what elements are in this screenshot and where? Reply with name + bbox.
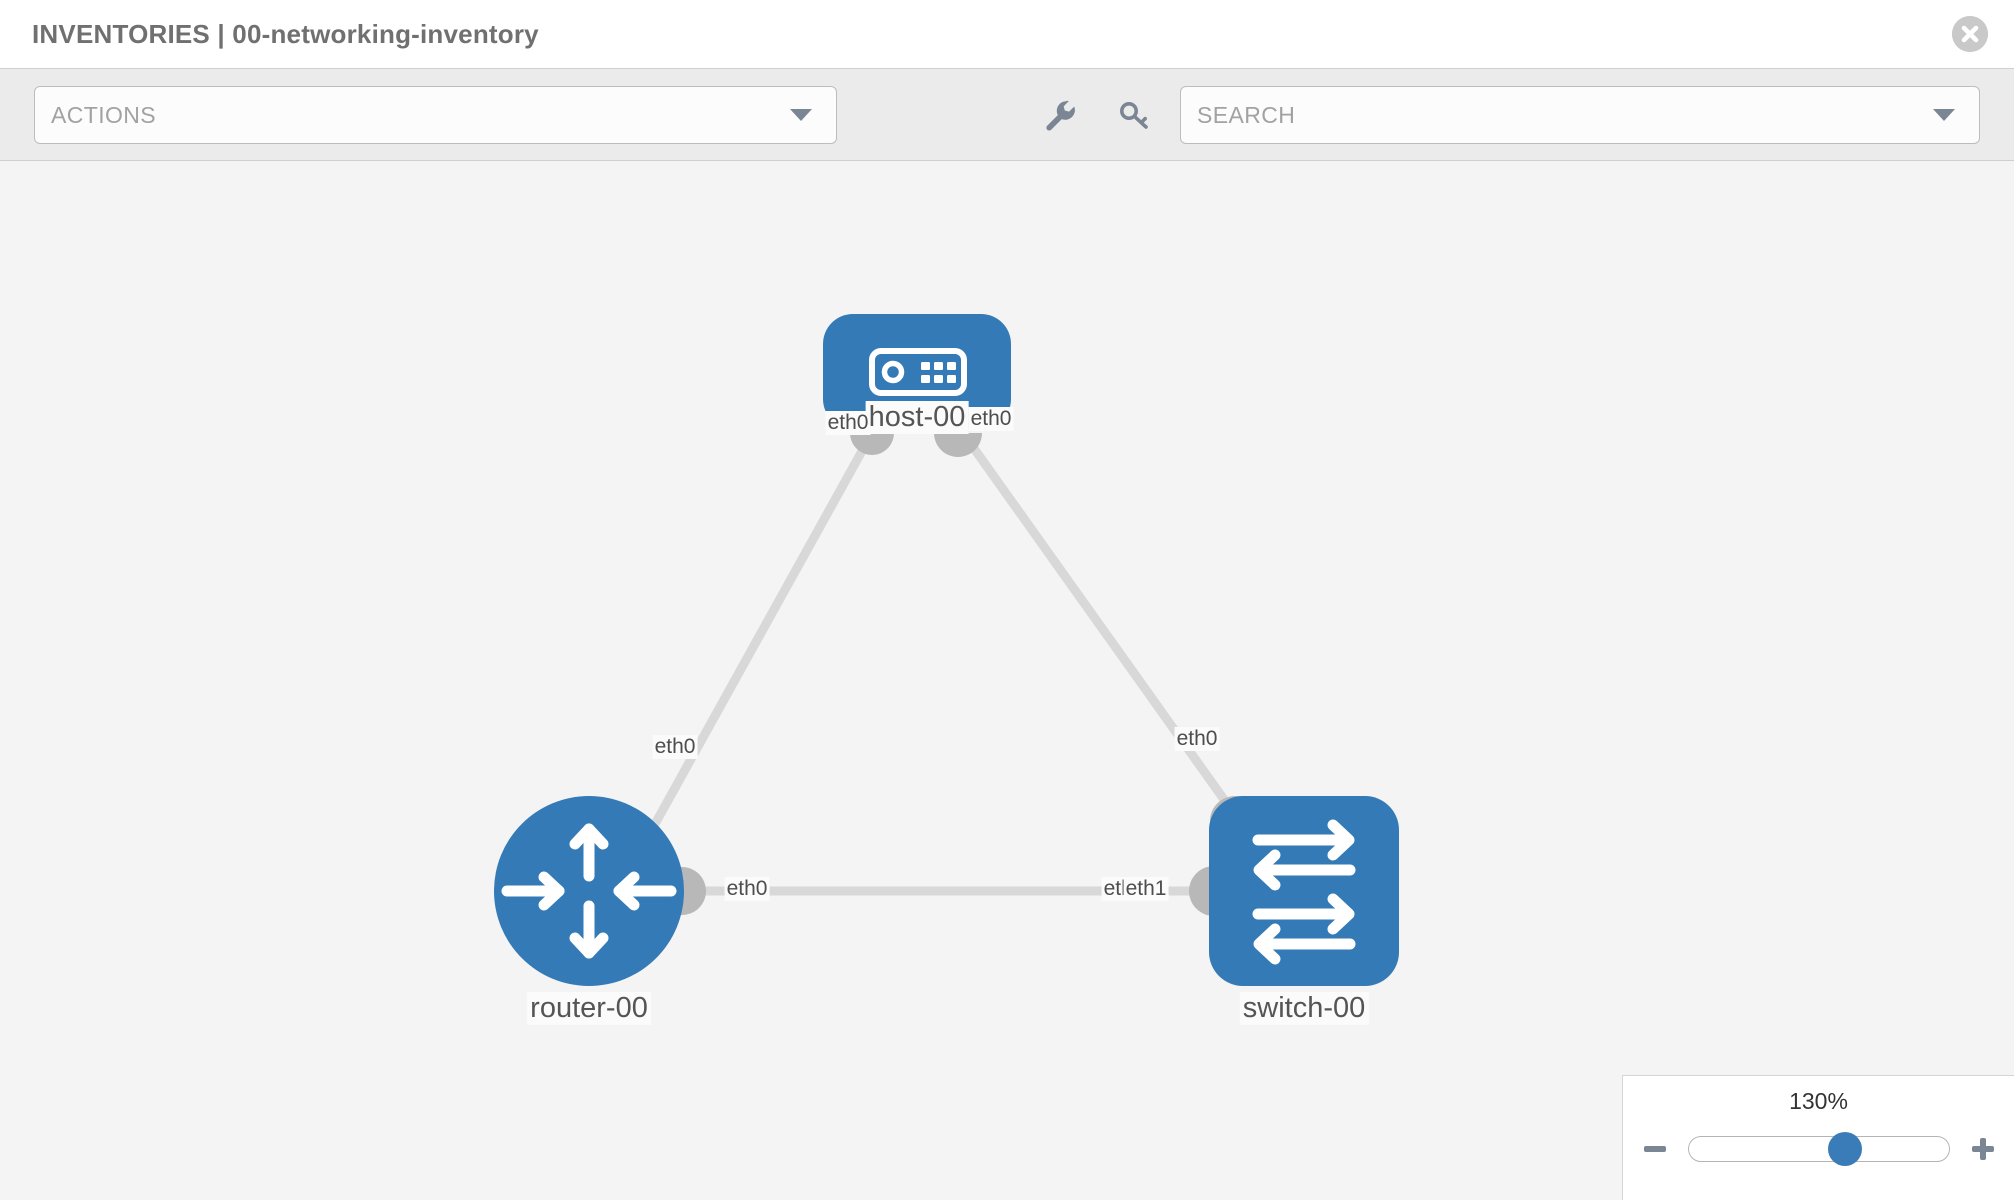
node-router-00[interactable] [494, 796, 684, 986]
router-arrows-icon [501, 823, 677, 959]
chevron-down-icon [790, 109, 812, 121]
wrench-icon[interactable] [1040, 95, 1080, 135]
page-header: INVENTORIES | 00-networking-inventory [0, 0, 2014, 68]
actions-dropdown-label: ACTIONS [51, 101, 157, 128]
actions-dropdown[interactable]: ACTIONS [34, 86, 837, 144]
topology-graph [494, 314, 1399, 986]
plus-icon[interactable] [1966, 1132, 2000, 1166]
port-host-left[interactable] [850, 433, 894, 455]
toolbar-icons [1040, 95, 1154, 135]
server-icon [869, 348, 967, 396]
page-title: INVENTORIES | 00-networking-inventory [32, 18, 539, 49]
close-icon[interactable] [1952, 16, 1988, 52]
iface-label-host-router: eth0 [825, 411, 871, 435]
node-label-router: router-00 [527, 992, 651, 1025]
zoom-slider[interactable] [1687, 1132, 1950, 1166]
iface-label-router-host: eth0 [652, 735, 698, 759]
switch-arrows-icon [1252, 819, 1356, 965]
zoom-controls [1623, 1132, 2014, 1166]
zoom-panel: 130% [1622, 1075, 2014, 1200]
iface-label-switch-router: eth1 [1123, 877, 1169, 901]
search-placeholder: SEARCH [1197, 101, 1296, 128]
port-group [658, 433, 1260, 916]
iface-label-host-switch: eth0 [968, 407, 1014, 431]
edge-host-router[interactable] [645, 428, 877, 838]
edge-host-switch[interactable] [958, 428, 1250, 834]
port-host-right[interactable] [934, 433, 982, 457]
chevron-down-icon[interactable] [1933, 109, 1955, 121]
node-label-host: host-00 [865, 401, 969, 434]
zoom-slider-thumb[interactable] [1827, 1132, 1862, 1166]
node-label-switch: switch-00 [1239, 992, 1369, 1025]
key-icon[interactable] [1114, 95, 1154, 135]
iface-label-router-switch: eth0 [724, 877, 770, 901]
topology-canvas[interactable]: host-00 router-00 switch-00 eth0 eth0 et… [0, 161, 2014, 1200]
minus-icon[interactable] [1638, 1132, 1672, 1166]
edge-group [645, 428, 1250, 896]
node-host-00[interactable] [823, 314, 1011, 429]
iface-label-switch-host: eth0 [1174, 727, 1220, 751]
search-input[interactable]: SEARCH [1180, 86, 1980, 144]
zoom-level-label: 130% [1789, 1088, 1848, 1114]
node-switch-00[interactable] [1209, 796, 1399, 986]
toolbar: ACTIONS SEARCH [0, 68, 2014, 161]
